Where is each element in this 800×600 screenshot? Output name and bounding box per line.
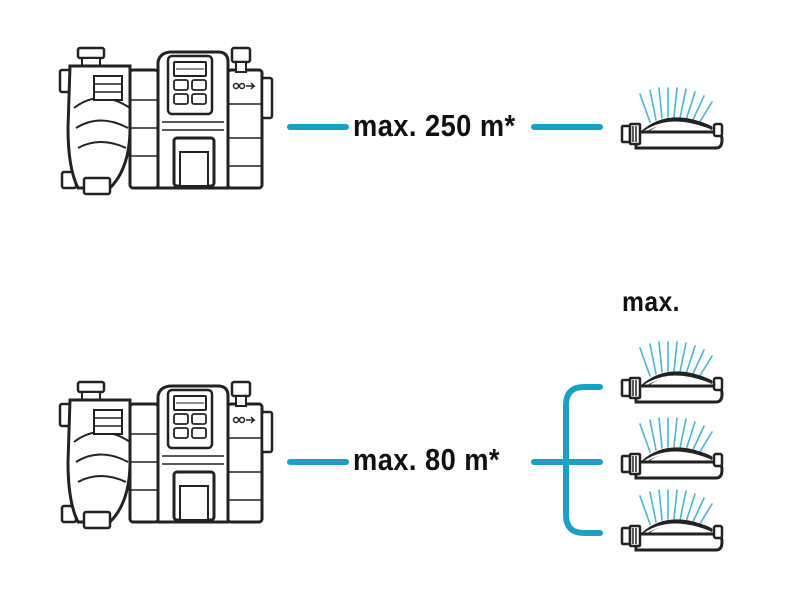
sprinkler-icon-bottom-2 — [622, 418, 722, 478]
hose-branch-bracket — [531, 384, 603, 536]
top-distance-label: max. 250 m* — [353, 108, 516, 143]
sprinkler-icon-bottom-1 — [622, 342, 722, 402]
max-sprinklers-label: max. — [622, 286, 680, 317]
pump-icon-top — [58, 46, 274, 196]
sprinkler-icon-top — [622, 88, 722, 148]
bottom-distance-label: max. 80 m* — [353, 442, 500, 477]
pump-icon-bottom — [58, 380, 274, 530]
sprinkler-icon-bottom-3 — [622, 490, 722, 550]
